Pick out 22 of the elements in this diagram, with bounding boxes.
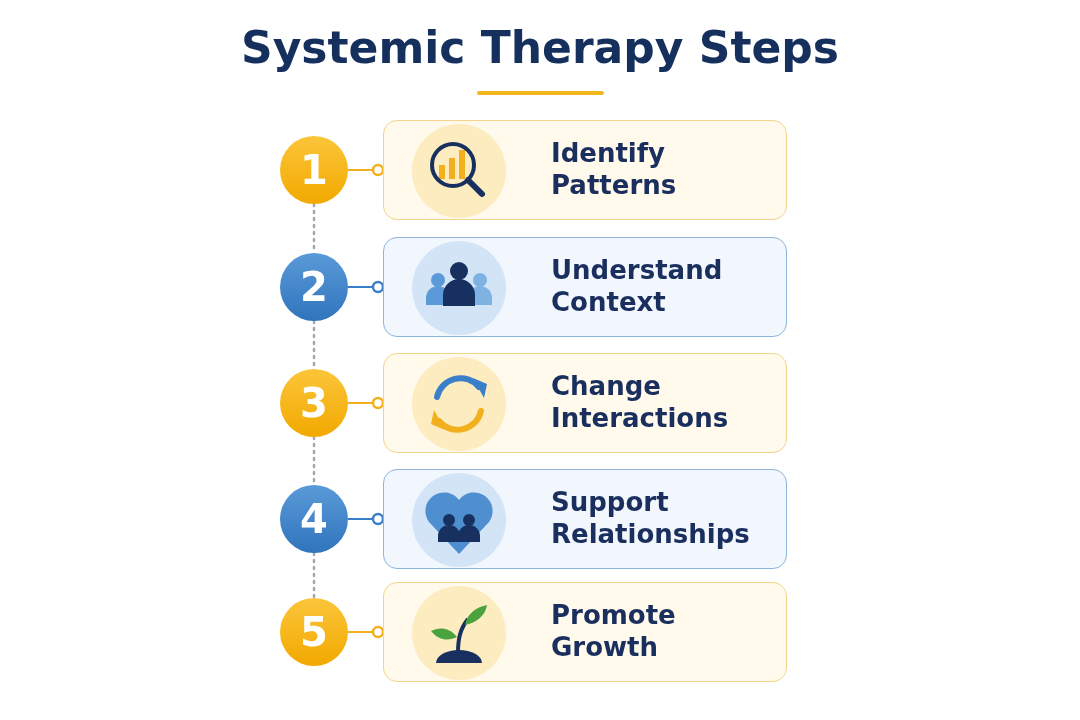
step-card xyxy=(383,353,787,453)
title: Systemic Therapy Steps xyxy=(239,22,841,73)
step-card xyxy=(383,582,787,682)
connector-line xyxy=(347,625,385,639)
step-label: Change Interactions xyxy=(551,371,730,435)
step-number: 3 xyxy=(300,383,328,423)
dotted-connector xyxy=(312,551,316,600)
step-card xyxy=(383,237,787,337)
step-number: 5 xyxy=(300,612,328,652)
connector-line xyxy=(347,512,385,526)
step-card xyxy=(383,120,787,220)
step-label: Identify Patterns xyxy=(551,138,678,202)
connector-line xyxy=(347,280,385,294)
connector-line xyxy=(347,396,385,410)
step-number: 4 xyxy=(300,499,328,539)
step-card xyxy=(383,469,787,569)
step-number: 2 xyxy=(300,267,328,307)
step-label: Support Relationships xyxy=(551,487,751,551)
step-label: Promote Growth xyxy=(551,600,677,664)
step-number: 1 xyxy=(300,150,328,190)
step-label: Understand Context xyxy=(551,255,724,319)
connector-line xyxy=(347,163,385,177)
